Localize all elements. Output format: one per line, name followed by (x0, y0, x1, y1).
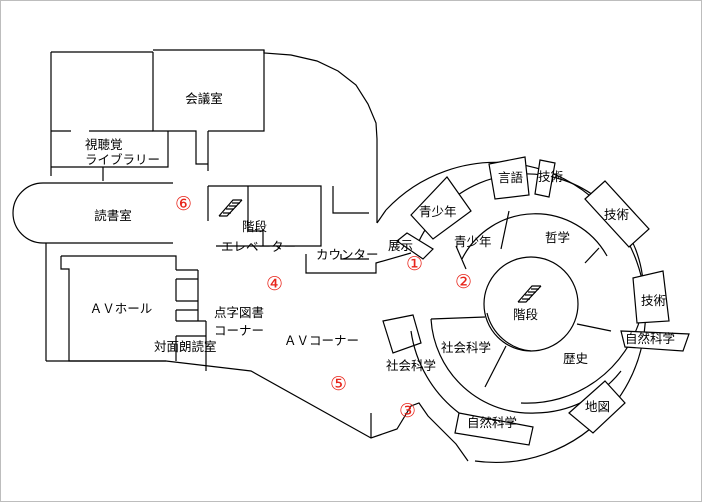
label-stairs-center: 階段 (513, 307, 538, 322)
label-conference-room: 会議室 (185, 91, 223, 106)
label-exhibit: 展示 (388, 238, 413, 253)
location-markers: ① ② ③ ④ ⑤ ⑥ (175, 193, 472, 422)
label-philosophy: 哲学 (545, 230, 570, 245)
marker-1: ① (406, 253, 423, 275)
label-social-science-outer: 社会科学 (386, 358, 436, 373)
label-youth-inner: 青少年 (454, 234, 492, 249)
label-social-science-inner: 社会科学 (441, 340, 491, 355)
label-reading-room: 読書室 (94, 208, 132, 223)
marker-6: ⑥ (175, 193, 192, 215)
label-counter: カウンター (316, 247, 379, 262)
label-technology-right: 技術 (641, 293, 666, 308)
marker-2: ② (455, 271, 472, 293)
marker-4: ④ (266, 273, 283, 295)
label-natural-science-right: 自然科学 (625, 331, 675, 346)
label-av-library-1: 視聴覚 (85, 137, 123, 152)
label-youth-outer: 青少年 (419, 204, 457, 219)
label-av-library-2: ライブラリー (85, 152, 160, 167)
label-history: 歴史 (563, 351, 589, 366)
label-natural-science-bottom: 自然科学 (467, 415, 517, 430)
label-av-hall: ＡＶホール (90, 301, 153, 316)
round-library (376, 156, 690, 464)
label-maps: 地図 (585, 399, 610, 414)
label-technology-upper-right: 技術 (604, 207, 629, 222)
stair-icon (517, 285, 542, 303)
stair-icon (218, 199, 243, 217)
label-face-to-face-reading: 対面朗読室 (154, 339, 217, 354)
label-language: 言語 (498, 170, 524, 185)
label-braille-1: 点字図書 (214, 305, 264, 320)
label-braille-2: コーナー (214, 323, 264, 338)
label-technology-top: 技術 (538, 169, 563, 184)
label-stairs-left: 階段 (242, 219, 267, 234)
label-av-corner: ＡＶコーナー (284, 333, 359, 348)
reading-room (12, 182, 173, 244)
building-walls (12, 49, 469, 462)
marker-5: ⑤ (330, 373, 347, 395)
marker-3: ③ (399, 400, 416, 422)
room-labels: 会議室 視聴覚 ライブラリー 読書室 階段 エレベーター カウンター 展示 ＡＶ… (85, 91, 675, 430)
label-elevator: エレベーター (221, 239, 296, 254)
